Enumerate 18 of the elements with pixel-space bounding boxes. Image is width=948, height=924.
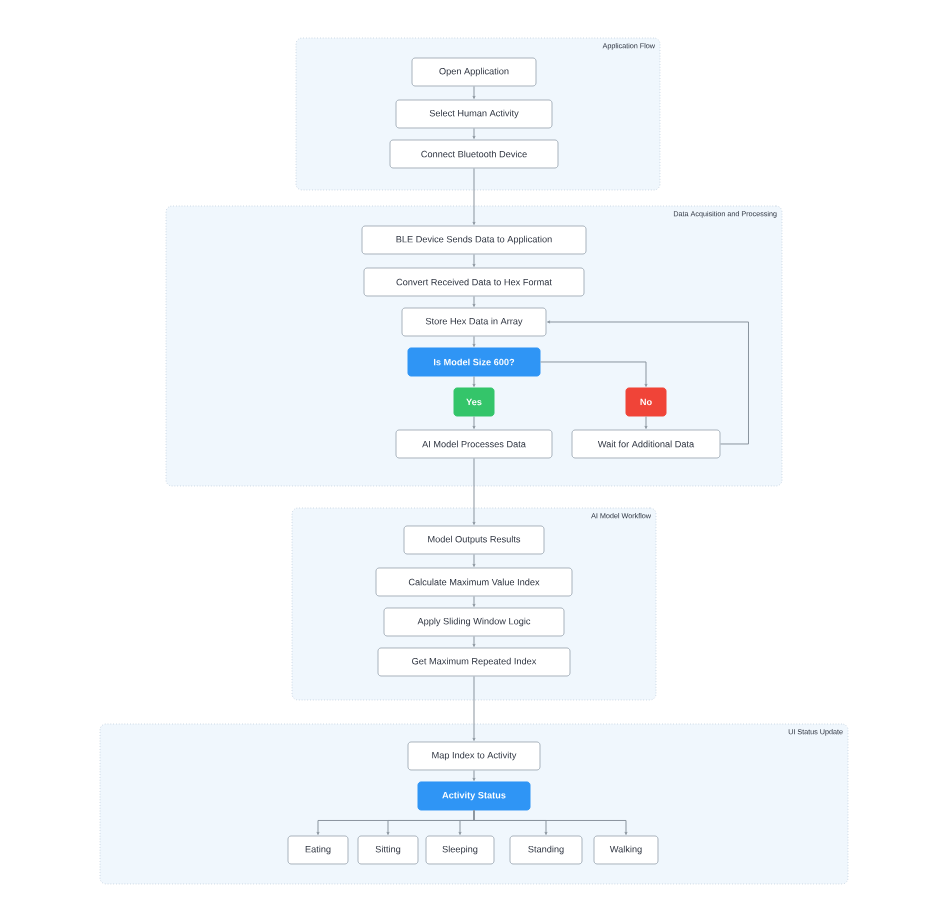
arrow <box>472 770 476 781</box>
arrow <box>472 376 476 387</box>
arrow <box>540 361 648 387</box>
arrow <box>472 296 476 307</box>
arrow <box>472 416 476 429</box>
arrow <box>547 320 749 445</box>
arrow <box>472 336 476 347</box>
arrow <box>472 128 476 139</box>
arrow <box>472 86 476 99</box>
arrow <box>472 676 476 741</box>
arrow <box>472 554 476 567</box>
arrow <box>644 416 648 429</box>
arrow <box>472 168 476 225</box>
arrow <box>472 596 476 607</box>
arrow <box>472 636 476 647</box>
arrow <box>473 810 628 835</box>
arrow <box>472 458 476 525</box>
arrow <box>472 254 476 267</box>
